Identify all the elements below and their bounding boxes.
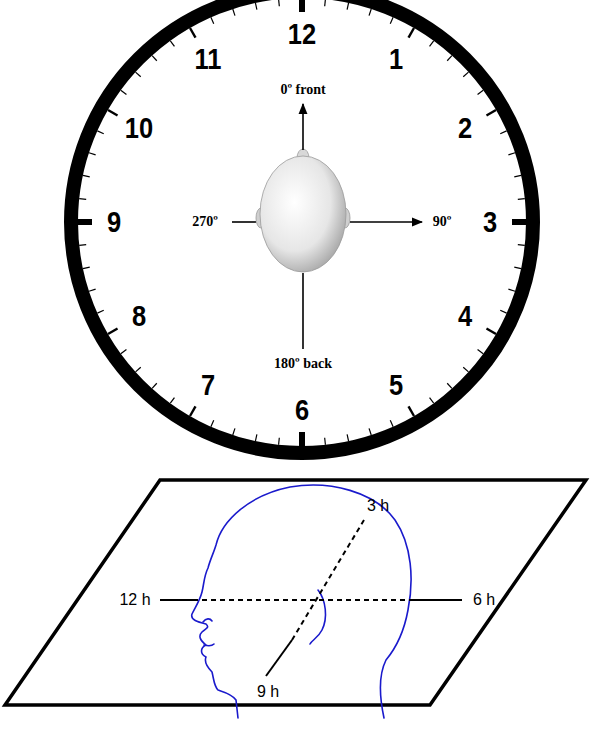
clock-tick bbox=[79, 244, 86, 246]
clock-tick bbox=[83, 267, 90, 268]
clock-tick bbox=[500, 310, 506, 313]
angle-label: 180º back bbox=[274, 357, 332, 371]
clock-tick bbox=[89, 153, 96, 155]
clock-tick bbox=[447, 383, 452, 388]
clock-tick bbox=[121, 90, 127, 94]
clock-tick bbox=[299, 432, 305, 446]
clock-number: 1 bbox=[389, 44, 403, 74]
axis-label: 3 h bbox=[367, 498, 389, 514]
clock-tick bbox=[514, 267, 521, 268]
clock-tick bbox=[347, 434, 348, 441]
clock-number: 3 bbox=[483, 207, 497, 237]
axis-label: 6 h bbox=[473, 592, 495, 608]
clock-tick bbox=[430, 41, 434, 47]
clock-tick bbox=[211, 17, 214, 23]
clock-tick bbox=[518, 198, 525, 200]
clock-tick bbox=[170, 398, 174, 404]
clock-tick bbox=[108, 329, 118, 335]
angle-label: 0º front bbox=[280, 83, 325, 97]
clock-number: 11 bbox=[195, 44, 222, 74]
clock-number: 2 bbox=[458, 113, 472, 143]
clock-tick bbox=[83, 175, 90, 176]
head-profile bbox=[192, 485, 411, 718]
clock-tick bbox=[136, 367, 141, 372]
clock-tick bbox=[278, 0, 280, 6]
clock-tick bbox=[78, 219, 92, 225]
clock-tick bbox=[463, 367, 468, 372]
clock-number: 4 bbox=[458, 301, 472, 331]
clock-number: 7 bbox=[201, 370, 215, 400]
clock-tick bbox=[152, 56, 157, 61]
clock-tick bbox=[369, 9, 371, 16]
axis-label: 9 h bbox=[257, 684, 279, 700]
clock-tick bbox=[233, 9, 235, 16]
clock-tick bbox=[233, 428, 235, 435]
clock-tick bbox=[508, 289, 515, 291]
head-top-view bbox=[256, 149, 350, 272]
clock-number: 10 bbox=[125, 113, 153, 143]
clock-number: 9 bbox=[107, 207, 121, 237]
clock-tick bbox=[478, 350, 484, 354]
clock-tick bbox=[486, 329, 496, 335]
clock-tick bbox=[518, 244, 525, 246]
clock-tick bbox=[97, 310, 103, 313]
clock-tick bbox=[152, 383, 157, 388]
clock-tick bbox=[278, 438, 280, 445]
clock-tick bbox=[390, 17, 393, 23]
angle-label: 270º bbox=[192, 215, 218, 229]
clock-tick bbox=[121, 350, 127, 354]
clock-tick bbox=[97, 131, 103, 134]
clock-tick bbox=[299, 0, 305, 12]
clock-tick bbox=[409, 28, 415, 38]
clock-tick bbox=[89, 289, 96, 291]
clock-tick bbox=[514, 175, 521, 176]
clock-tick bbox=[255, 3, 256, 10]
clock-tick bbox=[463, 72, 468, 77]
angle-label: 90º bbox=[433, 215, 452, 229]
clock-tick bbox=[211, 420, 214, 426]
clock-tick bbox=[190, 406, 196, 416]
clock-ring bbox=[71, 0, 533, 453]
clock-tick bbox=[324, 0, 326, 6]
clock-tick bbox=[136, 72, 141, 77]
direction-lines bbox=[232, 104, 422, 349]
clock-tick bbox=[255, 434, 256, 441]
clock-tick bbox=[108, 110, 118, 116]
clock-number: 12 bbox=[288, 19, 316, 49]
clock-tick bbox=[324, 438, 326, 445]
clock-tick bbox=[430, 398, 434, 404]
clock-tick bbox=[190, 28, 196, 38]
axis-label: 12 h bbox=[119, 592, 150, 608]
clock-tick bbox=[512, 219, 526, 225]
clock-number: 8 bbox=[132, 301, 146, 331]
clock-number: 5 bbox=[389, 370, 403, 400]
clock-tick bbox=[486, 110, 496, 116]
head-axes bbox=[160, 520, 462, 676]
clock-tick bbox=[79, 198, 86, 200]
clock-ticks bbox=[78, 0, 526, 446]
clock-tick bbox=[508, 153, 515, 155]
clock-number: 6 bbox=[295, 395, 309, 425]
clock-tick bbox=[447, 56, 452, 61]
clock-tick bbox=[500, 131, 506, 134]
clock-tick bbox=[390, 420, 393, 426]
clock-tick bbox=[409, 406, 415, 416]
clock-tick bbox=[347, 3, 348, 10]
clock-tick bbox=[369, 428, 371, 435]
horizontal-plane bbox=[5, 480, 586, 705]
clock-tick bbox=[478, 90, 484, 94]
clock-tick bbox=[170, 41, 174, 47]
